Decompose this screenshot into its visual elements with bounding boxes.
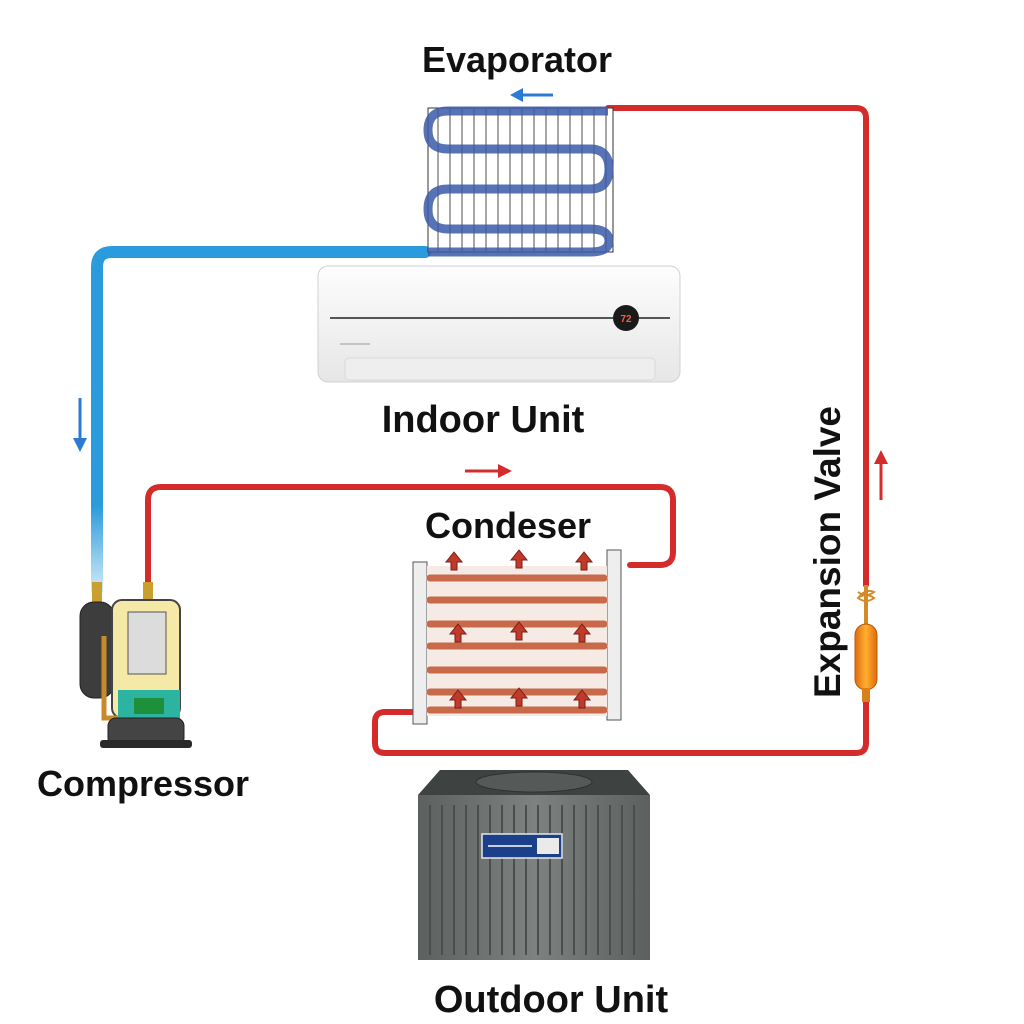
condenser-coil-icon — [412, 549, 622, 725]
condenser-label: Condeser — [425, 505, 591, 546]
expansion-to-evaporator-pipe — [605, 105, 869, 588]
evaporator-label: Evaporator — [422, 39, 612, 80]
flow-arrow-icon — [510, 88, 553, 102]
compressor-label: Compressor — [37, 763, 249, 804]
suction-line-pipe — [91, 246, 431, 596]
flow-arrow-icon — [465, 464, 512, 478]
expansion-valve-label: Expansion Valve — [807, 406, 848, 698]
outdoor-unit-icon — [418, 770, 650, 960]
flow-arrow-icon — [874, 450, 888, 500]
evaporator-coil-icon — [423, 106, 614, 257]
outdoor-unit-label: Outdoor Unit — [434, 979, 669, 1021]
flow-arrow-icon — [73, 398, 87, 452]
indoor-display — [613, 305, 639, 331]
expansion-valve-icon — [854, 585, 878, 702]
discharge-line-pipe — [145, 484, 676, 593]
liquid-line-pipe — [372, 697, 869, 756]
indoor-unit-label: Indoor Unit — [382, 399, 585, 441]
compressor-icon — [79, 582, 192, 748]
indoor-unit-icon: 72 — [317, 265, 681, 383]
indoor-display-readout: 72 — [620, 314, 632, 325]
